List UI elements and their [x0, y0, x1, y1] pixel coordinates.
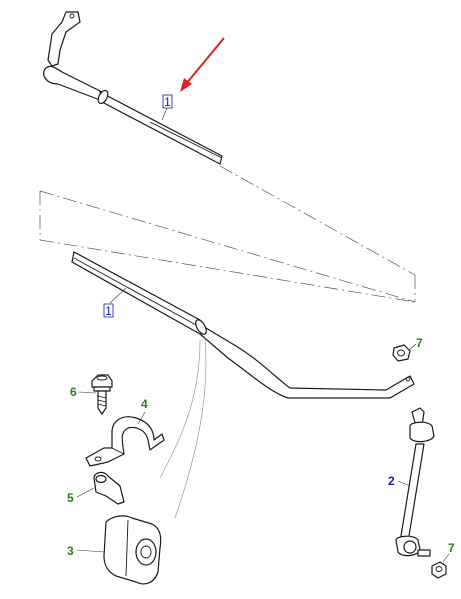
nut-upper[interactable] [392, 344, 411, 362]
callout-4-label: 4 [141, 397, 148, 411]
callout-1-lower-label: 1 [105, 304, 112, 318]
red-arrow-icon [180, 37, 225, 92]
callout-1-upper[interactable]: 1 [161, 94, 173, 121]
callout-5[interactable]: 5 [67, 487, 95, 505]
callout-3-label: 3 [67, 544, 74, 558]
projection-lines [39, 165, 416, 303]
callout-1-upper-label: 1 [164, 95, 171, 109]
callout-5-label: 5 [67, 491, 74, 505]
callout-7-upper-label: 7 [416, 336, 423, 350]
callout-3[interactable]: 3 [67, 544, 105, 558]
stabilizer-link[interactable] [395, 407, 435, 557]
stabilizer-bar-lower[interactable] [71, 251, 415, 399]
callout-4[interactable]: 4 [137, 397, 148, 425]
bush-location-lines [159, 337, 207, 519]
nut-lower[interactable] [431, 561, 447, 579]
spacer[interactable] [93, 471, 125, 505]
callout-6-label: 6 [70, 385, 77, 399]
callout-2[interactable]: 2 [388, 474, 411, 488]
callout-7-lower-label: 7 [448, 541, 455, 555]
callout-2-label: 2 [388, 474, 395, 488]
callout-7-upper[interactable]: 7 [408, 336, 423, 351]
bush-clamp[interactable] [85, 416, 165, 467]
callout-6[interactable]: 6 [70, 385, 97, 399]
bolt[interactable] [91, 374, 113, 415]
stabilizer-bar-upper[interactable] [43, 11, 223, 165]
callout-1-lower[interactable]: 1 [103, 287, 127, 318]
stabilizer-bush[interactable] [103, 515, 162, 585]
callout-7-lower[interactable]: 7 [442, 541, 455, 563]
